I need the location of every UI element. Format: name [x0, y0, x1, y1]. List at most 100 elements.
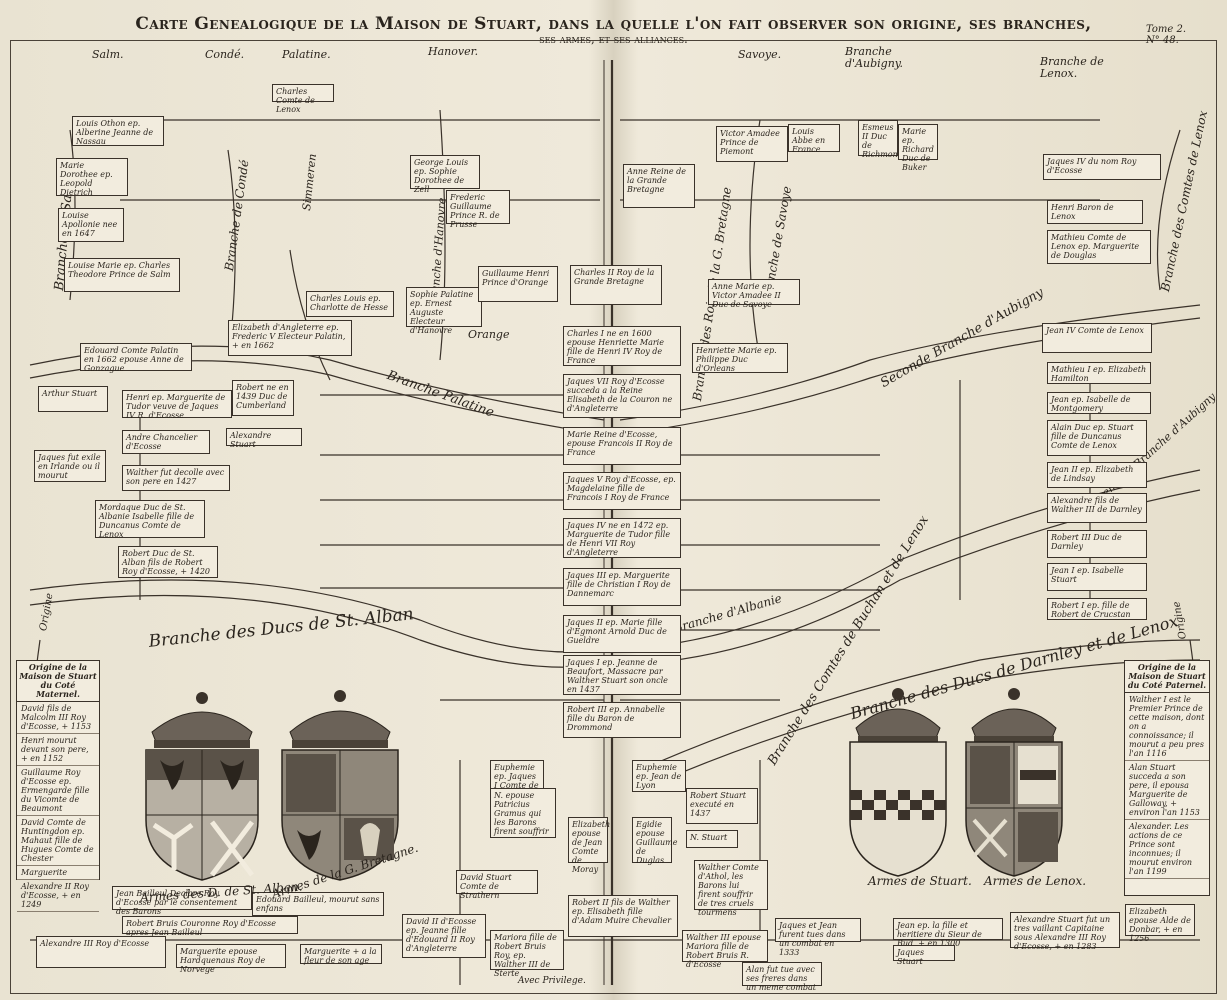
upper-box-charles-ii: Charles II Roy de la Grande Bretagne [570, 265, 662, 305]
upper-box-anne-marie: Anne Marie ep. Victor Amadee II Duc de S… [708, 279, 800, 309]
left-box-mordaque: Mordaque Duc de St. Albanie Isabelle fil… [95, 500, 205, 539]
upper-box-louise-marie: Louise Marie ep. Charles Theodore Prince… [64, 258, 180, 292]
right-box-jean-iv: Jean IV Comte de Lenox [1042, 323, 1152, 353]
lower-box-marguerite-norvege: Marguerite epouse Hardquenaus Roy de Nor… [176, 944, 286, 974]
left-box-robert-st-alban: Robert Duc de St. Alban fils de Robert R… [118, 546, 218, 578]
central-box-marie: Marie Reine d'Ecosse, epouse Francois II… [563, 427, 681, 465]
maternal-item: Marguerite [17, 866, 99, 880]
upper-box-charles-louis: Charles Louis ep. Charlotte de Hesse [306, 291, 394, 317]
left-box-jaques-exile: Jaques fut exile en Irlande ou il mourut [34, 450, 106, 482]
upper-box-frederic-guillaume: Frederic Guillaume Prince R. de Prusse [446, 190, 510, 229]
lower-box-walther-iii: Walther III epouse Mariora fille de Robe… [682, 930, 768, 969]
upper-box-george-louis: George Louis ep. Sophie Dorothee de Zell [410, 155, 480, 194]
branch-header-lenox: Branche de Lenox. [1040, 55, 1104, 80]
branch-header-aubigny: Branche d'Aubigny. [845, 45, 904, 70]
central-box-jaques-iv: Jaques IV ne en 1472 ep. Marguerite de T… [563, 518, 681, 558]
maternal-origin-header: Origine de la Maison de Stuart du Coté M… [17, 661, 99, 702]
central-box-jaques-iii: Jaques III ep. Marguerite fille de Chris… [563, 568, 681, 606]
left-box-andre: Andre Chancelier d'Ecosse [122, 430, 210, 454]
central-box-jaques-v: Jaques V Roy d'Ecosse, ep. Magdelaine fi… [563, 472, 681, 510]
tome-line-2: N° 48. [1146, 35, 1179, 46]
upper-box-marie-buker: Marie ep. Richard Duc de Buker [898, 124, 938, 172]
branch-header-salm: Salm. [92, 48, 124, 61]
map-title: Carte Genealogique de la Maison de Stuar… [135, 14, 1092, 34]
branch-header-hanover: Hanover. [428, 45, 479, 58]
shield-st-alban-icon [145, 749, 259, 881]
shield-stuart-icon [849, 741, 947, 877]
branch-header-palatine: Palatine. [282, 48, 331, 61]
branch-header-conde: Condé. [205, 48, 245, 61]
maternal-item: Alexandre II Roy d'Ecosse, + en 1249 [17, 880, 99, 912]
right-box-robert-iii-darnley: Robert III Duc de Darnley [1047, 530, 1147, 558]
lower-box-alexandre-stuart-capitaine: Alexandre Stuart fut un tres vaillant Ca… [1010, 912, 1120, 951]
paternal-origin-header: Origine de la Maison de Stuart du Coté P… [1125, 661, 1209, 693]
left-box-arthur: Arthur Stuart [38, 386, 108, 412]
left-box-alexandre-stuart: Alexandre Stuart [226, 428, 302, 449]
lower-box-david-stuart: David Stuart Comte de Strathern [456, 870, 538, 900]
maternal-item: David Comte de Huntingdon ep. Mahaut fil… [17, 816, 99, 866]
lower-box-robert-bruis: Robert Bruis Couronne Roy d'Ecosse apres… [122, 916, 298, 937]
lower-box-jaques-et-jean: Jaques et Jean furent tues dans un comba… [775, 918, 861, 957]
caption-arms-lenox: Armes de Lenox. [984, 874, 1087, 888]
lower-box-mariora: Mariora fille de Robert Bruis Roy, ep. W… [490, 930, 564, 978]
map-subtitle: ses armes, et ses alliances. [539, 32, 688, 46]
upper-box-marie-dorothee: Marie Dorothee ep. Leopold Dietrich [56, 158, 128, 197]
lower-box-edouard-bailleul: Edouard Bailleul, mourut sans enfans [252, 892, 384, 916]
branch-header-savoye: Savoye. [738, 48, 782, 61]
maternal-origin-panel: Origine de la Maison de Stuart du Coté M… [16, 660, 100, 912]
shield-bretagne-icon [281, 749, 399, 881]
paternal-item: Walther I est le Premier Prince de cette… [1125, 693, 1209, 761]
lower-box-robert-stuart: Robert Stuart executé en 1437 [686, 788, 758, 824]
right-box-henri-lenox: Henri Baron de Lenox [1047, 200, 1143, 224]
lower-box-david-ii: David II d'Ecosse ep. Jeanne fille d'Edo… [402, 914, 486, 958]
upper-box-sophie-palatine: Sophie Palatine ep. Ernest Auguste Elect… [406, 287, 482, 335]
paternal-origin-panel: Origine de la Maison de Stuart du Coté P… [1124, 660, 1210, 896]
label-orange: Orange [468, 328, 510, 341]
arms-pair-right [849, 688, 1063, 877]
upper-box-elizabeth-angleterre: Elizabeth d'Angleterre ep. Frederic V El… [228, 320, 352, 356]
central-box-robert-ii: Robert II fils de Walther ep. Elisabeth … [568, 895, 678, 937]
upper-box-anne-reine: Anne Reine de la Grande Bretagne [623, 164, 695, 208]
crown-stuart-icon [855, 688, 941, 743]
maternal-item: Guillaume Roy d'Ecosse ep. Ermengarde fi… [17, 766, 99, 816]
lower-box-patricius: N. epouse Patricius Gramus qui les Baron… [490, 788, 556, 838]
lower-box-alan: Alan fut tue avec ses freres dans un mem… [742, 962, 822, 992]
right-box-jean-ii: Jean II ep. Elizabeth de Lindsay [1047, 462, 1147, 488]
central-box-jaques-i: Jaques I ep. Jeanne de Beaufort, Massacr… [563, 655, 681, 695]
map-border [10, 40, 1217, 994]
upper-box-louis-othon: Louis Othon ep. Alberine Jeanne de Nassa… [72, 116, 164, 146]
tome-number: Tome 2. N° 48. [1146, 24, 1186, 46]
crown-bretagne-icon [289, 690, 391, 748]
central-box-robert-iii: Robert III ep. Annabelle fille du Baron … [563, 702, 681, 738]
left-box-walther: Walther fut decolle avec son pere en 142… [122, 465, 230, 491]
lower-box-walther-athol: Walther Comte d'Athol, les Barons lui fi… [694, 860, 768, 917]
crown-lenox-icon [971, 688, 1057, 743]
left-box-robert-1439: Robert ne en 1439 Duc de Cumberland [232, 380, 294, 416]
maternal-item: David fils de Malcolm III Roy d'Ecosse, … [17, 702, 99, 734]
upper-box-charles-lenox: Charles Comte de Lenox [272, 84, 334, 114]
upper-box-henriette-marie: Henriette Marie ep. Philippe Duc d'Orlea… [692, 343, 788, 373]
right-box-jean-i: Jean I ep. Isabelle Stuart [1047, 563, 1147, 591]
right-box-mathieu-i: Mathieu I ep. Elizabeth Hamilton [1047, 362, 1151, 384]
privilege-note: Avec Privilege. [518, 976, 586, 986]
paternal-item: Alexander. Les actions de ce Prince sont… [1125, 820, 1209, 879]
crown-st-alban-icon [151, 692, 253, 748]
lower-box-jean-bud: Jean ep. la fille et heritiere du Sieur … [893, 918, 1003, 948]
upper-box-louis-abbe: Louis Abbe en France [788, 124, 840, 154]
upper-box-louise-apollonie: Louise Apollonie nee en 1647 [58, 208, 124, 242]
shield-lenox-icon [965, 741, 1063, 877]
maternal-item: Henri mourut devant son pere, + en 1152 [17, 734, 99, 766]
upper-box-charles-i: Charles I ne en 1600 epouse Henriette Ma… [563, 326, 681, 366]
right-box-jaques-iv: Jaques IV du nom Roy d'Ecosse [1043, 154, 1161, 180]
upper-box-guillaume-henri: Guillaume Henri Prince d'Orange [478, 266, 558, 302]
tome-line-1: Tome 2. [1146, 24, 1187, 35]
lower-box-jean-bailleul: Jean Bailleul Declare Roy d'Ecosse par l… [112, 886, 252, 916]
upper-box-esmeus-ii: Esmeus II Duc de Richmond [858, 120, 903, 159]
lower-box-n-stuart: N. Stuart [686, 830, 738, 848]
right-box-alexandre-darnley: Alexandre fils de Walther III de Darnley [1047, 493, 1147, 523]
right-box-jean: Jean ep. Isabelle de Montgomery [1047, 392, 1151, 414]
lower-box-alexandre-iii: Alexandre III Roy d'Ecosse [36, 936, 166, 968]
right-box-mathieu: Mathieu Comte de Lenox ep. Marguerite de… [1047, 230, 1151, 264]
lower-box-elizabeth-moray: Elizabeth epouse de Jean Comte de Moray [568, 817, 610, 874]
